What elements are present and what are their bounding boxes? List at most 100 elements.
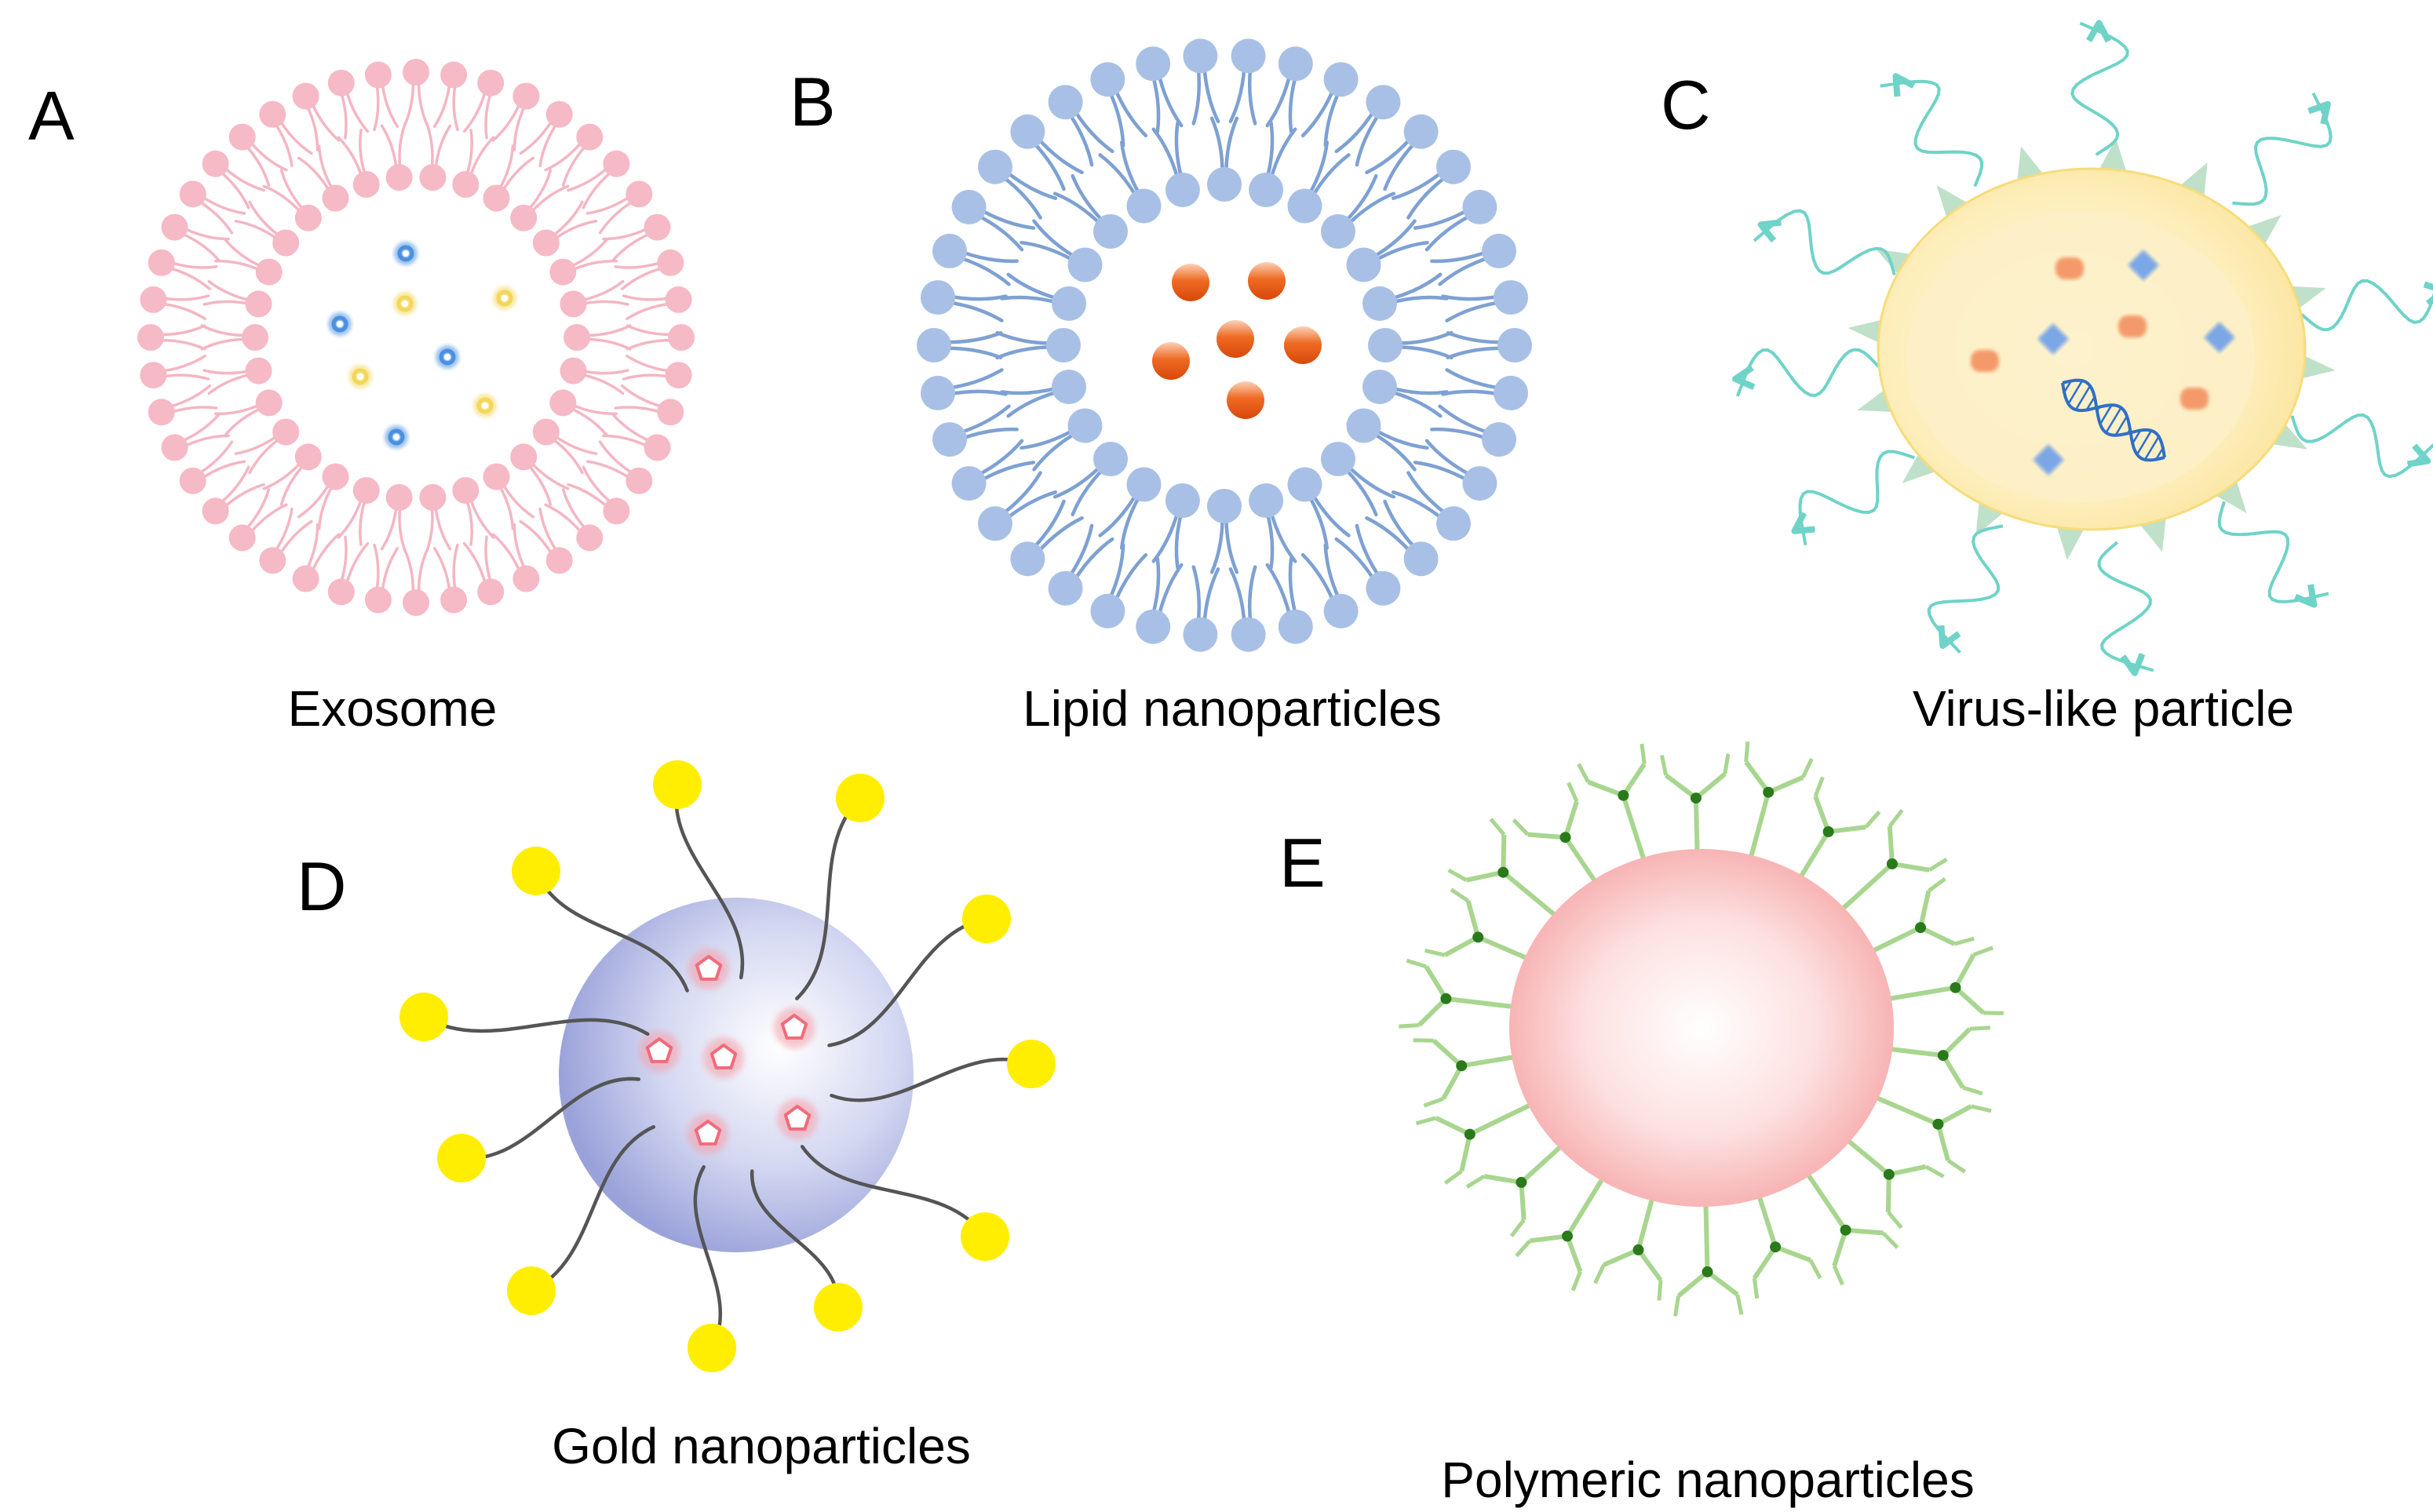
exosome-lipid-tail bbox=[620, 384, 664, 409]
exosome-lipid-head bbox=[576, 524, 604, 552]
exosome-lipid-tail bbox=[585, 195, 632, 215]
exosome-lipid-tail bbox=[297, 482, 331, 519]
lnp-lipid-tail bbox=[1311, 492, 1351, 537]
lnp-lipid-head bbox=[1067, 247, 1103, 282]
exosome-lipid-head bbox=[603, 497, 630, 525]
vlp-protein-strand bbox=[1753, 209, 1896, 275]
gold-ligand bbox=[962, 894, 1011, 943]
lnp-lipid-tail bbox=[1390, 386, 1449, 395]
exosome-lipid-tail bbox=[569, 406, 608, 437]
lnp-lipid-head bbox=[1436, 506, 1471, 541]
exosome-lipid-head bbox=[364, 61, 392, 89]
lnp-lipid-tail bbox=[1265, 73, 1292, 128]
polymer-branch bbox=[1840, 862, 1894, 911]
lnp-lipid-tail bbox=[1151, 127, 1180, 181]
polymer-branch bbox=[1415, 1116, 1437, 1126]
exosome-lipid-tail bbox=[200, 195, 246, 215]
exosome-lipid-tail bbox=[249, 503, 288, 534]
lnp-lipid-tail bbox=[1224, 116, 1239, 174]
exosome-lipid-tail bbox=[380, 124, 398, 170]
vlp-protein-strand bbox=[2097, 541, 2154, 672]
exosome-lipid-tail bbox=[245, 488, 271, 530]
lnp-lipid-tail bbox=[1323, 89, 1341, 148]
gold-linker bbox=[534, 869, 689, 993]
exosome-lipid-tail bbox=[544, 140, 583, 172]
polymer-branch bbox=[1673, 1295, 1681, 1317]
vlp-cargo-blob bbox=[2118, 315, 2147, 337]
polymer-branch bbox=[1872, 925, 1922, 953]
lnp-lipid-tail bbox=[1388, 272, 1443, 301]
lnp-lipid-tail bbox=[948, 294, 1008, 301]
polymer-branch bbox=[1489, 818, 1506, 836]
polymer-node bbox=[1559, 832, 1571, 843]
lnp-lipid-tail bbox=[1052, 191, 1103, 227]
exosome-lipid-tail bbox=[434, 124, 452, 170]
panel-b-caption: Lipid nanoparticles bbox=[1023, 680, 1442, 737]
exosome-cargo bbox=[439, 348, 456, 366]
lnp-lipid-tail bbox=[1288, 557, 1298, 617]
exosome-lipid-tail bbox=[530, 461, 570, 490]
lnp-lipid-tail bbox=[1005, 490, 1058, 521]
lnp-lipid-head bbox=[1494, 280, 1528, 315]
exosome-lipid-tail bbox=[462, 89, 487, 133]
exosome-lipid-head bbox=[364, 586, 392, 614]
vlp-spike bbox=[1848, 319, 1884, 344]
polymer-node bbox=[1822, 826, 1834, 837]
exosome-lipid-tail bbox=[519, 118, 554, 155]
polymer-branch bbox=[1423, 1096, 1444, 1108]
dna-base-pair bbox=[2074, 385, 2092, 410]
lnp-lipid-head bbox=[1403, 114, 1439, 149]
vlp-spike bbox=[2299, 354, 2336, 380]
gold-ligand bbox=[688, 1324, 736, 1372]
exosome-lipid-tail bbox=[197, 199, 234, 235]
exosome-lipid-tail bbox=[359, 498, 367, 546]
polymer-branch bbox=[1953, 936, 1975, 946]
polymeric-nanoparticle-diagram bbox=[1399, 741, 2004, 1317]
exosome-lipid-tail bbox=[381, 547, 399, 593]
exosome-lipid-tail bbox=[498, 484, 515, 530]
polymer-node bbox=[1690, 792, 1702, 804]
lnp-cargo bbox=[1227, 381, 1264, 419]
polymer-branch bbox=[1845, 1227, 1884, 1236]
exosome-lipid-tail bbox=[317, 484, 334, 530]
polymer-branch bbox=[1735, 1294, 1744, 1315]
polymer-node bbox=[1937, 1050, 1949, 1062]
exosome-lipid-tail bbox=[224, 238, 263, 268]
gold-cargo bbox=[695, 955, 723, 981]
exosome-lipid-tail bbox=[197, 440, 234, 475]
lnp-lipid-tail bbox=[1365, 137, 1413, 175]
polymer-branch bbox=[1435, 1116, 1472, 1137]
polymer-branch bbox=[1936, 1104, 1973, 1127]
lnp-lipid-tail bbox=[1445, 368, 1501, 390]
exosome-lipid-tail bbox=[462, 541, 487, 585]
exosome-lipid-head bbox=[512, 565, 540, 592]
exosome-lipid-head bbox=[532, 418, 560, 446]
polymer-branch bbox=[1806, 1173, 1848, 1232]
exosome-lipid-head bbox=[202, 497, 229, 525]
lnp-lipid-head bbox=[1403, 541, 1439, 577]
lnp-cargo bbox=[1172, 264, 1209, 301]
exosome-lipid-tail bbox=[279, 169, 305, 211]
exosome-lipid-tail bbox=[571, 403, 618, 416]
exosome-lipid-head bbox=[228, 123, 256, 151]
exosome-lipid-tail bbox=[160, 354, 206, 373]
polymer-branch bbox=[1808, 1259, 1822, 1280]
exosome-lipid-head bbox=[603, 150, 630, 177]
lnp-lipid-tail bbox=[944, 346, 1003, 359]
gold-linker bbox=[674, 782, 745, 980]
exosome-lipid-tail bbox=[200, 337, 247, 351]
exosome-lipid-tail bbox=[581, 300, 629, 306]
exosome-lipid-head bbox=[385, 483, 413, 511]
dna-base-pair bbox=[2155, 447, 2164, 461]
polymer-branch bbox=[1621, 794, 1647, 860]
exosome-lipid-head bbox=[452, 477, 480, 504]
exosome-lipid-tail bbox=[345, 89, 370, 133]
polymer-node bbox=[1932, 1118, 1944, 1130]
lnp-lipid-tail bbox=[1098, 492, 1138, 537]
polymer-branch bbox=[1924, 1164, 1945, 1179]
polymer-branch bbox=[1443, 935, 1479, 957]
exosome-lipid-head bbox=[161, 434, 188, 461]
exosome-lipid-tail bbox=[398, 122, 407, 169]
polymer-branch bbox=[1443, 1169, 1463, 1185]
exosome-lipid-head bbox=[644, 213, 671, 241]
